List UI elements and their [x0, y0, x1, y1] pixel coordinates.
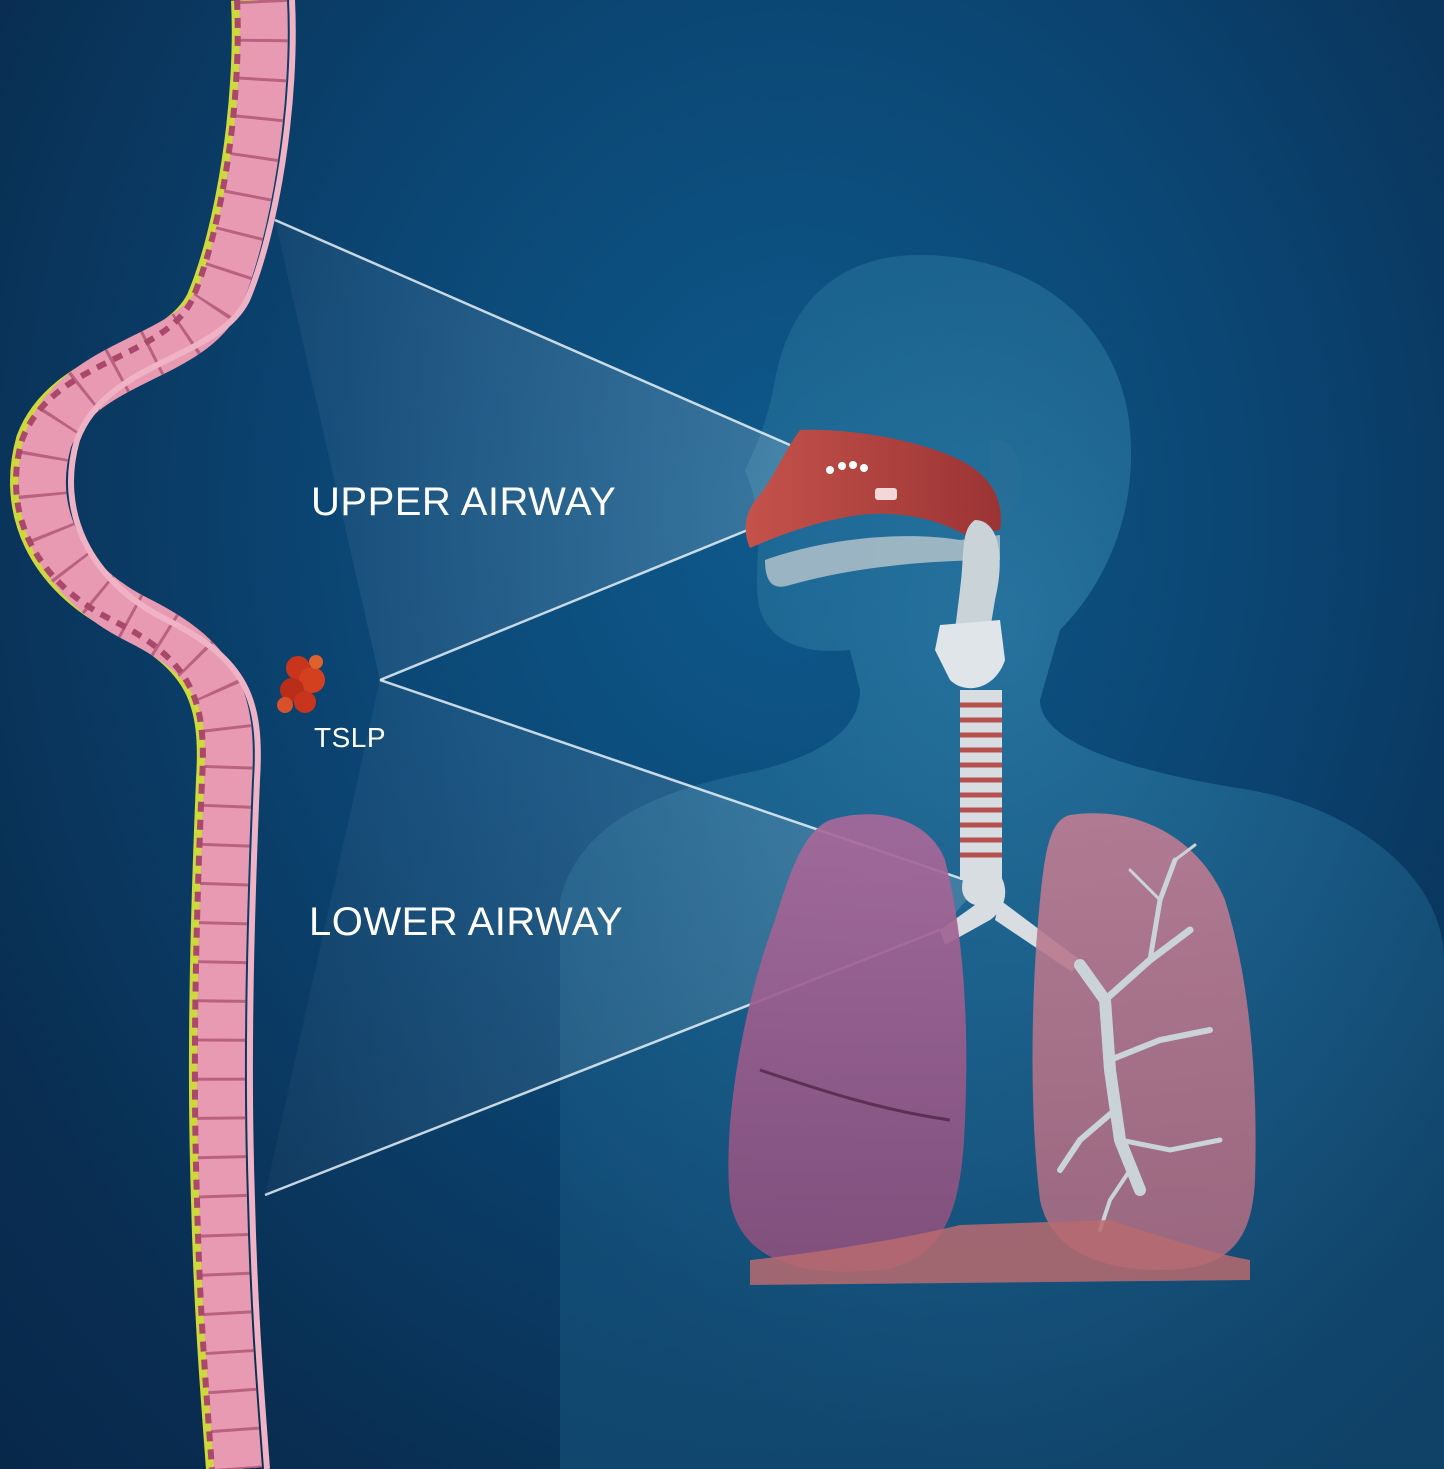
upper-airway-label: UPPER AIRWAY	[311, 480, 616, 525]
tslp-molecule-icon	[277, 655, 325, 713]
airway-epithelium	[16, 0, 293, 1469]
upper-airway-beam	[275, 220, 790, 680]
tslp-label: TSLP	[314, 722, 386, 754]
lower-airway-label: LOWER AIRWAY	[309, 900, 623, 945]
